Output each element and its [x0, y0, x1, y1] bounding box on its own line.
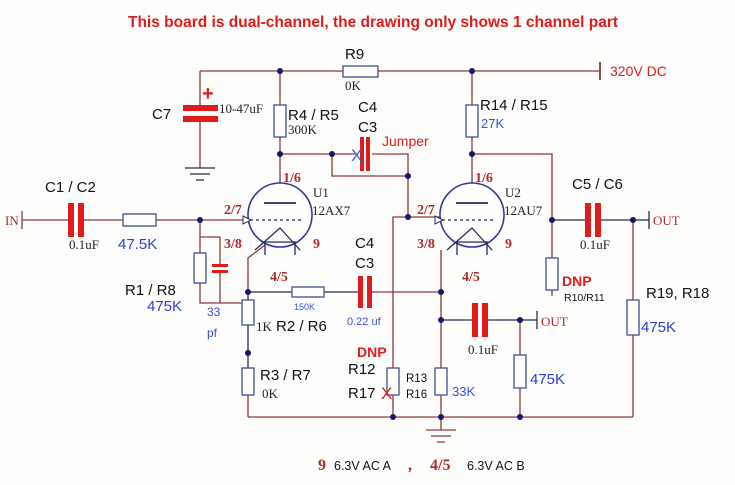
r3-ref: R3 / R7	[260, 367, 311, 384]
cathode-output-label: OUT	[541, 314, 568, 329]
resistor-input	[122, 213, 157, 227]
r10-ref: R10/R11	[564, 292, 605, 304]
r2-value: 1K	[256, 319, 273, 334]
r13-ref1: R13	[406, 373, 427, 385]
r12-dnp-note: DNP	[357, 344, 387, 360]
jumper-x-mark: X	[351, 146, 362, 165]
resistor-r12	[386, 367, 400, 396]
u1-heater-b-pin: 4/5	[270, 270, 288, 285]
u2-type: 12AU7	[504, 203, 543, 218]
resistor-r14	[465, 104, 479, 138]
r9-value: 0K	[345, 78, 362, 93]
u2-heater-b-pin: 4/5	[462, 270, 480, 285]
heater-pin-b: 4/5	[430, 457, 450, 474]
resistor-r19	[626, 299, 640, 336]
capacitor-c7	[183, 105, 218, 122]
output-label: OUT	[653, 213, 680, 228]
ground-icon	[185, 167, 215, 181]
jumper-note: Jumper	[382, 133, 429, 149]
r3-value: 0K	[262, 386, 279, 401]
c5-value: 0.1uF	[580, 237, 610, 252]
tube-u1-symbol	[242, 182, 313, 255]
r1-value: 475K	[147, 298, 182, 315]
c3-jumper-ref2: C3	[358, 119, 377, 136]
r4-ref: R4 / R5	[288, 107, 339, 124]
capacitor-c4	[358, 276, 372, 308]
input-resistor-value: 47.5K	[118, 236, 157, 253]
u2-grid-pin: 2/7	[417, 203, 435, 218]
heater-separator: ,	[408, 457, 412, 474]
c3-jumper-ref1: C4	[358, 99, 377, 116]
resistor-out2	[513, 354, 527, 389]
u2-plate-pin: 1/6	[475, 171, 493, 186]
r14-ref: R14 / R15	[480, 97, 548, 114]
r14-value: 27K	[481, 116, 504, 131]
heater-pin-a: 9	[318, 457, 326, 474]
u1-cathode-pin: 3/8	[224, 237, 242, 252]
c-out2-value: 0.1uF	[468, 342, 498, 357]
c33-value: 33	[207, 305, 221, 319]
c4-ref1: C4	[355, 235, 374, 252]
c1-ref: C1 / C2	[45, 179, 96, 196]
input-label: IN	[5, 213, 19, 228]
u2-ref: U2	[505, 185, 521, 200]
u2-cathode-pin: 3/8	[417, 237, 435, 252]
tube-u2-symbol	[434, 182, 505, 255]
resistor-150k	[291, 286, 325, 298]
r9-ref: R9	[345, 46, 364, 63]
u1-grid-pin: 2/7	[224, 203, 242, 218]
c7-polarity: +	[202, 83, 214, 105]
heater-text-b: 6.3V AC B	[467, 459, 525, 473]
r4-value: 300K	[288, 122, 318, 137]
r10-dnp-note: DNP	[562, 273, 592, 289]
resistor-r10	[545, 257, 559, 291]
resistor-r13	[434, 367, 448, 396]
c33-unit: pf	[207, 326, 218, 340]
resistor-r3	[241, 367, 255, 396]
resistor-r4	[273, 104, 287, 138]
ground-icon	[426, 429, 456, 443]
resistor-r9	[342, 65, 379, 78]
r12-ref1: R12	[348, 361, 376, 378]
title: This board is dual-channel, the drawing …	[128, 14, 618, 31]
u2-heater-a-pin: 9	[505, 237, 512, 252]
r12-ref2: R17	[348, 385, 376, 402]
u1-type: 12AX7	[312, 203, 351, 218]
junction-dots	[197, 68, 636, 420]
resistor-r2	[241, 299, 255, 326]
heater-text-a: 6.3V AC A	[334, 459, 392, 473]
u1-plate-pin: 1/6	[283, 171, 301, 186]
c4-value: 0.22 uf	[347, 316, 382, 328]
supply-label: 320V DC	[610, 63, 667, 79]
r12-x-mark: X	[381, 384, 392, 403]
c5-ref: C5 / C6	[572, 176, 623, 193]
r150-value: 150K	[294, 302, 315, 312]
r-out2-value: 475K	[530, 371, 565, 388]
heater-note: 9 6.3V AC A , 4/5 6.3V AC B	[318, 457, 525, 474]
r19-ref: R19, R18	[646, 285, 709, 302]
c7-value: 10-47uF	[219, 101, 263, 116]
capacitor-33pf	[212, 264, 228, 273]
r13-value: 33K	[452, 384, 475, 399]
capacitor-c5	[585, 203, 601, 237]
resistor-r1	[193, 252, 207, 284]
capacitor-c3-jumper	[360, 137, 370, 171]
capacitor-out2	[472, 303, 488, 337]
c7-ref: C7	[152, 106, 171, 123]
r1-ref: R1 / R8	[125, 282, 176, 299]
c4-ref2: C3	[355, 255, 374, 272]
r13-ref2: R16	[406, 389, 427, 401]
capacitor-c1	[68, 203, 84, 237]
r2-ref: R2 / R6	[276, 318, 327, 335]
u1-heater-a-pin: 9	[313, 237, 320, 252]
u1-ref: U1	[313, 185, 329, 200]
c1-value: 0.1uF	[69, 237, 99, 252]
r19-value: 475K	[641, 319, 676, 336]
